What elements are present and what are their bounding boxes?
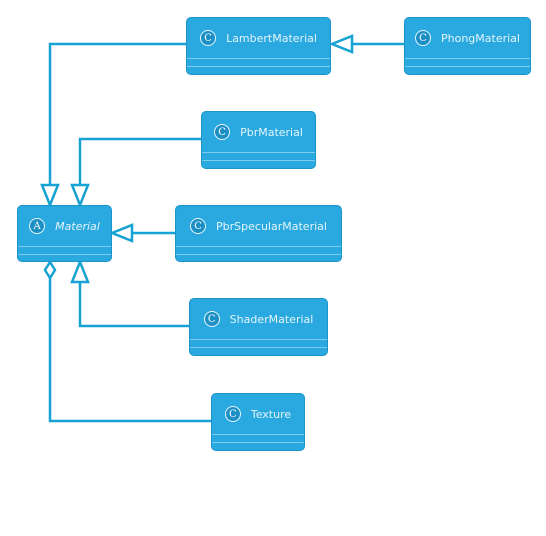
class-name: ShaderMaterial [229,312,314,326]
class-material[interactable]: A Material [17,205,112,262]
class-name: Material [55,219,100,233]
abstract-stereotype-icon: A [29,218,46,234]
attributes-compartment [176,246,341,254]
class-stereotype-icon: C [190,218,207,234]
methods-compartment [202,160,315,168]
class-stereotype-icon: C [224,406,241,422]
edge-lambert-to-material [48,42,186,185]
class-name: LambertMaterial [226,31,317,45]
methods-compartment [187,66,330,74]
class-pbr-material[interactable]: C PbrMaterial [201,111,316,169]
methods-compartment [405,66,530,74]
class-stereotype-icon: C [415,30,431,46]
class-name: PbrMaterial [240,125,303,139]
attributes-compartment [18,246,111,254]
attributes-compartment [202,152,315,160]
edge-shader-to-material [78,282,189,328]
class-name: PbrSpecularMaterial [216,219,327,233]
class-phong-material[interactable]: C PhongMaterial [404,17,531,75]
class-pbr-specular-material[interactable]: C PbrSpecularMaterial [175,205,342,262]
inheritance-arrowhead [40,183,60,209]
class-stereotype-icon: C [203,311,220,327]
inheritance-arrowhead [108,223,134,243]
edge-pbr-to-material [78,137,201,185]
class-name: Texture [250,407,292,421]
attributes-compartment [190,339,327,347]
class-name: PhongMaterial [441,31,520,45]
class-lambert-material[interactable]: C LambertMaterial [186,17,331,75]
methods-compartment [176,254,341,261]
edge-texture-to-material [48,278,211,423]
attributes-compartment [212,434,304,442]
methods-compartment [190,347,327,355]
methods-compartment [212,442,304,450]
attributes-compartment [405,58,530,66]
inheritance-arrowhead [70,183,90,209]
class-texture[interactable]: C Texture [211,393,305,451]
inheritance-arrowhead [70,258,90,284]
methods-compartment [18,254,111,261]
inheritance-arrowhead [328,34,354,54]
class-shader-material[interactable]: C ShaderMaterial [189,298,328,356]
class-stereotype-icon: C [214,124,231,140]
aggregation-diamond [43,259,57,281]
attributes-compartment [187,58,330,66]
class-stereotype-icon: C [200,30,217,46]
